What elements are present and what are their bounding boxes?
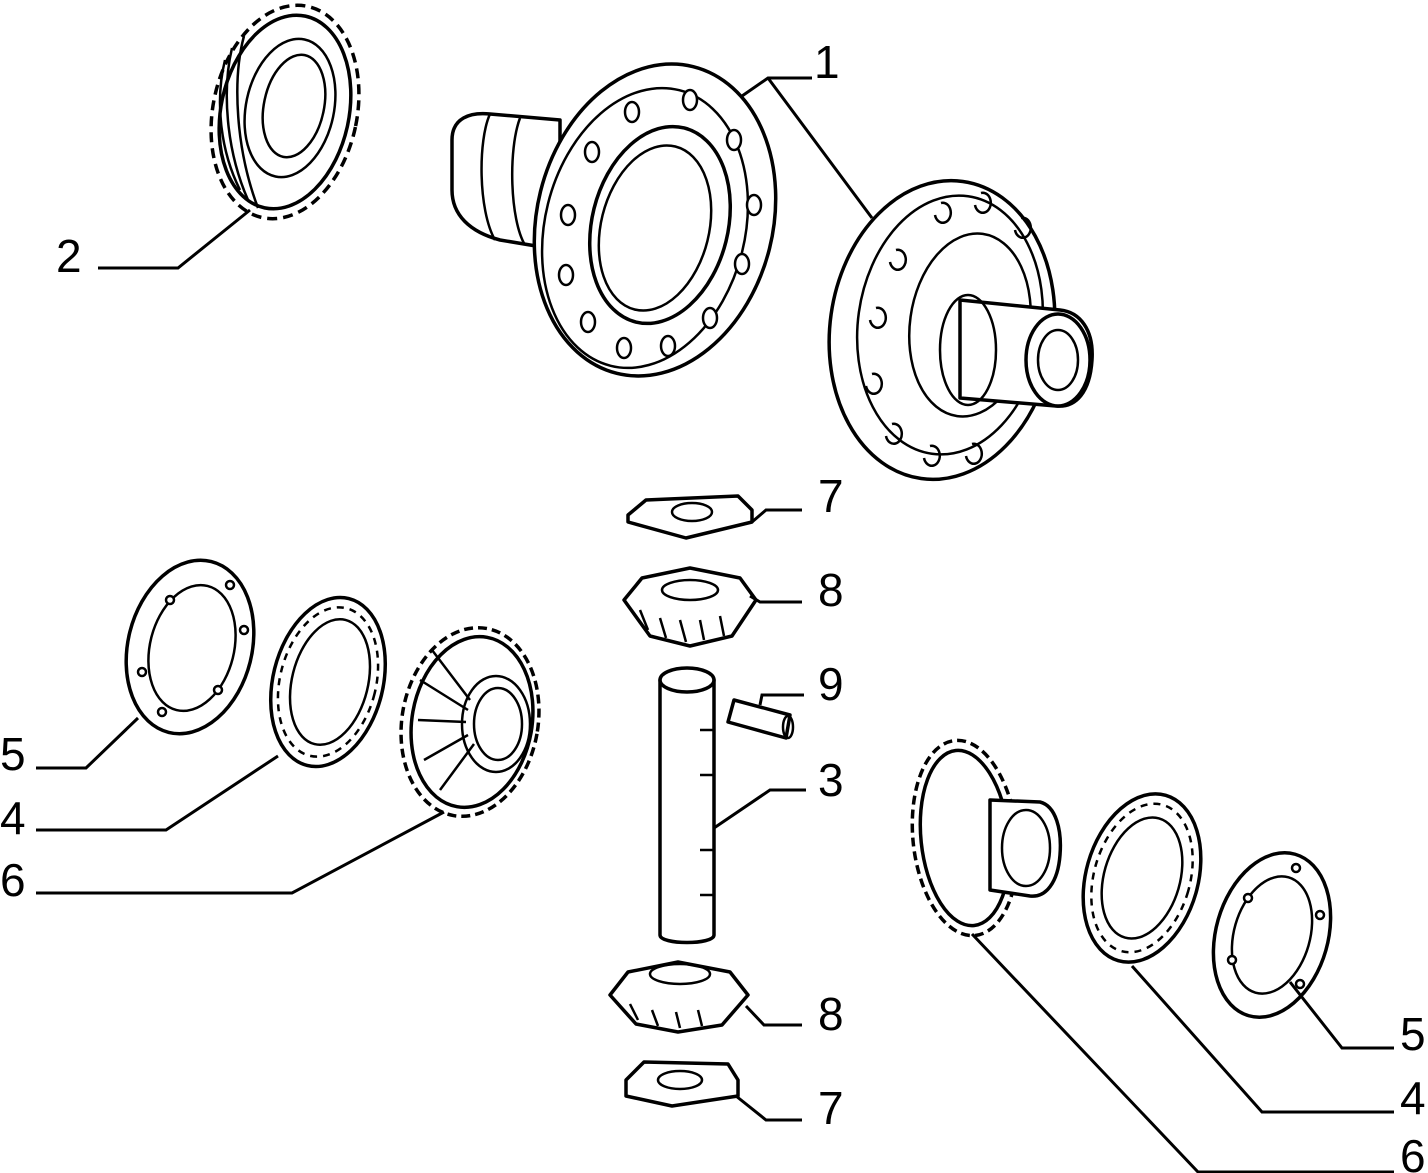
leader-6-left [36, 810, 445, 895]
callout-5-left: 5 [0, 728, 26, 780]
thrust-washer-left-part [124, 558, 256, 736]
pinion-shaft-part [658, 666, 716, 945]
callout-1: 1 [814, 36, 840, 88]
leader-4-right [1130, 965, 1394, 1114]
pinion-washer-bottom-part [624, 1060, 740, 1108]
callout-3: 3 [818, 754, 844, 806]
pinion-gear-top-part [622, 566, 758, 648]
leader-lines [36, 76, 1394, 1173]
leader-8-bottom [744, 1004, 802, 1027]
thrust-washer-right-part [1211, 851, 1333, 1019]
callout-numbers: 1 2 7 8 9 3 8 7 5 4 6 5 4 6 [0, 36, 1426, 1173]
callout-4-left: 4 [0, 792, 26, 844]
leader-7-top [751, 508, 802, 524]
callout-4-right: 4 [1400, 1072, 1426, 1124]
callout-8-bottom: 8 [818, 988, 844, 1040]
callout-9: 9 [818, 658, 844, 710]
callout-2: 2 [56, 230, 82, 282]
leader-7-bottom [735, 1094, 802, 1122]
side-gear-right-part [910, 738, 1063, 938]
callout-7-top: 7 [818, 470, 844, 522]
bearing-cage-right-part [1081, 792, 1203, 964]
flange-bolt-holes [864, 191, 1033, 467]
leader-9 [758, 693, 804, 706]
callout-7-bottom: 7 [818, 1082, 844, 1134]
differential-housing-right-part [827, 178, 1094, 482]
leader-3 [713, 788, 806, 830]
pinion-washer-top-part [626, 494, 754, 540]
callout-6-right: 6 [1400, 1130, 1426, 1173]
callout-5-right: 5 [1400, 1008, 1426, 1060]
leader-1 [741, 76, 874, 219]
pinion-gear-bottom-part [608, 960, 750, 1034]
housing-bolt-holes [557, 88, 763, 360]
bearing-cage-left-part [268, 595, 388, 769]
leader-8-top [749, 594, 802, 604]
leader-4-left [36, 754, 279, 832]
leader-5-left [36, 716, 140, 770]
leader-5-right [1288, 981, 1394, 1050]
callout-6-left: 6 [0, 854, 26, 906]
side-gear-left-part [399, 625, 541, 819]
leader-6-right [970, 932, 1394, 1173]
differential-housing-left-part [450, 62, 778, 378]
leader-2 [98, 208, 251, 270]
crown-gear-ring-part [209, 3, 361, 221]
callout-8-top: 8 [818, 564, 844, 616]
roll-pin-part [726, 698, 795, 740]
